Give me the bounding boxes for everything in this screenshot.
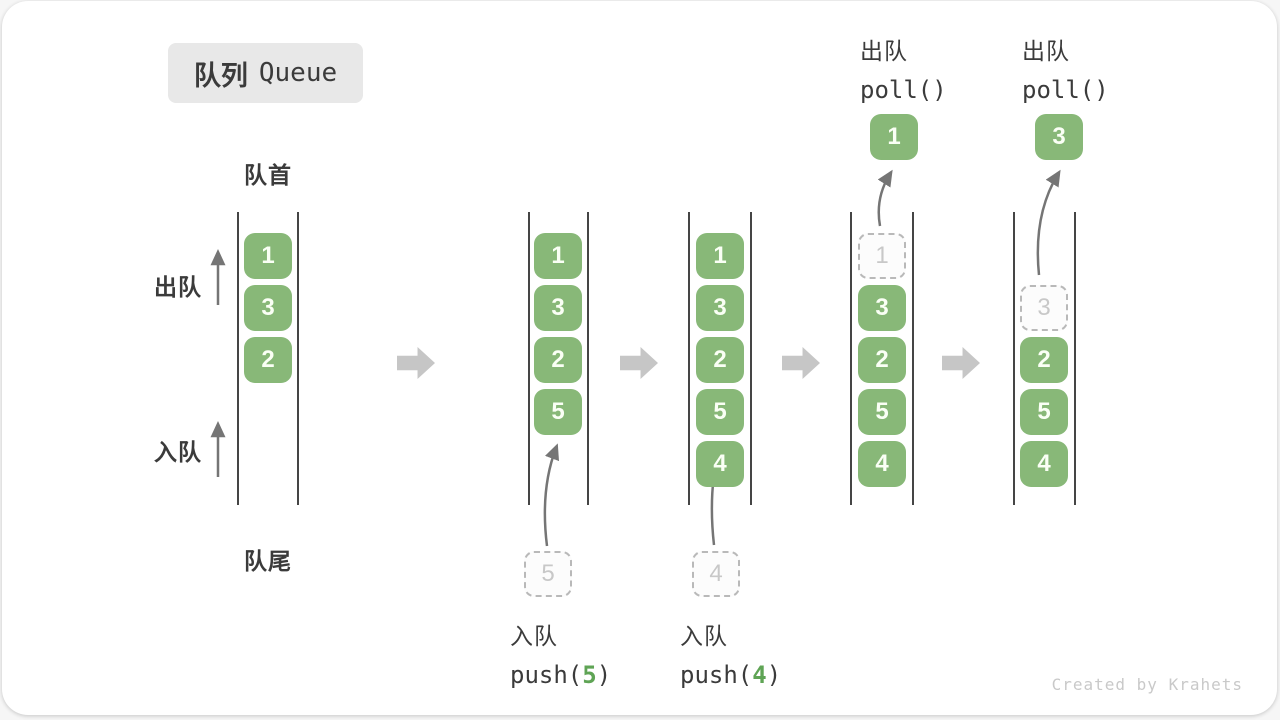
queue-front-label: 队首 — [244, 162, 292, 188]
queue3-item: 4 — [696, 441, 744, 487]
queue5-item: 4 — [1020, 441, 1068, 487]
queue5-item: 2 — [1020, 337, 1068, 383]
queue2-item: 5 — [534, 389, 582, 435]
queue3-item: 3 — [696, 285, 744, 331]
queue4-item: 3 — [858, 285, 906, 331]
push5-code-label: push(5) — [510, 661, 611, 689]
watermark: Created by Krahets — [1051, 675, 1243, 694]
queue2-item: 1 — [534, 233, 582, 279]
state-flow-arrow-icon — [620, 347, 658, 379]
push4-code-label: push(4) — [680, 661, 781, 689]
poll1-zh-label: 出队 — [860, 38, 908, 64]
poll2-op-label: 出队 poll() — [1022, 32, 1109, 104]
poll2-curve-arrow-icon — [1036, 169, 1061, 276]
queue5-right-wall — [1074, 212, 1076, 505]
queue2-item: 3 — [534, 285, 582, 331]
title-zh: 队列 — [193, 60, 248, 91]
queue3-staged-item: 4 — [692, 551, 740, 597]
queue2-staged-item: 5 — [524, 551, 572, 597]
title-badge: 队列 Queue — [168, 43, 363, 103]
queue5-removed-item: 3 — [1020, 285, 1068, 331]
poll1-code-label: poll() — [860, 76, 947, 104]
queue4-polled-item: 1 — [870, 114, 918, 160]
queue1-item: 1 — [244, 233, 292, 279]
queue3-left-wall — [688, 212, 690, 505]
dequeue-side-label: 出队 — [154, 274, 202, 300]
queue1-item: 2 — [244, 337, 292, 383]
state-flow-arrow-icon — [782, 347, 820, 379]
queue3-item: 1 — [696, 233, 744, 279]
poll1-op-label: 出队 poll() — [860, 32, 947, 104]
queue2-left-wall — [528, 212, 530, 505]
queue5-item: 5 — [1020, 389, 1068, 435]
push4-fn: push( — [680, 661, 753, 689]
queue4-item: 5 — [858, 389, 906, 435]
push4-op-label: 入队 push(4) — [680, 617, 781, 689]
push5-op-label: 入队 push(5) — [510, 617, 611, 689]
poll2-zh-label: 出队 — [1022, 38, 1070, 64]
enqueue-side-label: 入队 — [154, 439, 202, 465]
push5-paren: ) — [596, 661, 612, 689]
queue3-item: 5 — [696, 389, 744, 435]
queue5-left-wall — [1013, 212, 1015, 505]
poll1-curve-arrow-icon — [877, 169, 893, 227]
queue-rear-label: 队尾 — [244, 548, 292, 574]
queue3-right-wall — [750, 212, 752, 505]
queue5-polled-item: 3 — [1035, 114, 1083, 160]
queue4-item: 2 — [858, 337, 906, 383]
title-en: Queue — [258, 58, 338, 88]
queue4-right-wall — [912, 212, 914, 505]
push4-paren: ) — [766, 661, 782, 689]
push5-arg: 5 — [582, 661, 597, 689]
queue2-item: 2 — [534, 337, 582, 383]
push5-curve-arrow-icon — [543, 443, 560, 547]
queue4-left-wall — [850, 212, 852, 505]
queue3-item: 2 — [696, 337, 744, 383]
push5-zh-label: 入队 — [510, 623, 558, 649]
push5-fn: push( — [510, 661, 583, 689]
poll2-code-label: poll() — [1022, 76, 1109, 104]
state-flow-arrow-icon — [942, 347, 980, 379]
queue1-left-wall — [237, 212, 239, 505]
queue1-item: 3 — [244, 285, 292, 331]
queue4-removed-item: 1 — [858, 233, 906, 279]
push4-arg: 4 — [752, 661, 767, 689]
queue2-right-wall — [587, 212, 589, 505]
queue1-right-wall — [297, 212, 299, 505]
queue4-item: 4 — [858, 441, 906, 487]
push4-zh-label: 入队 — [680, 623, 728, 649]
state-flow-arrow-icon — [397, 347, 435, 379]
